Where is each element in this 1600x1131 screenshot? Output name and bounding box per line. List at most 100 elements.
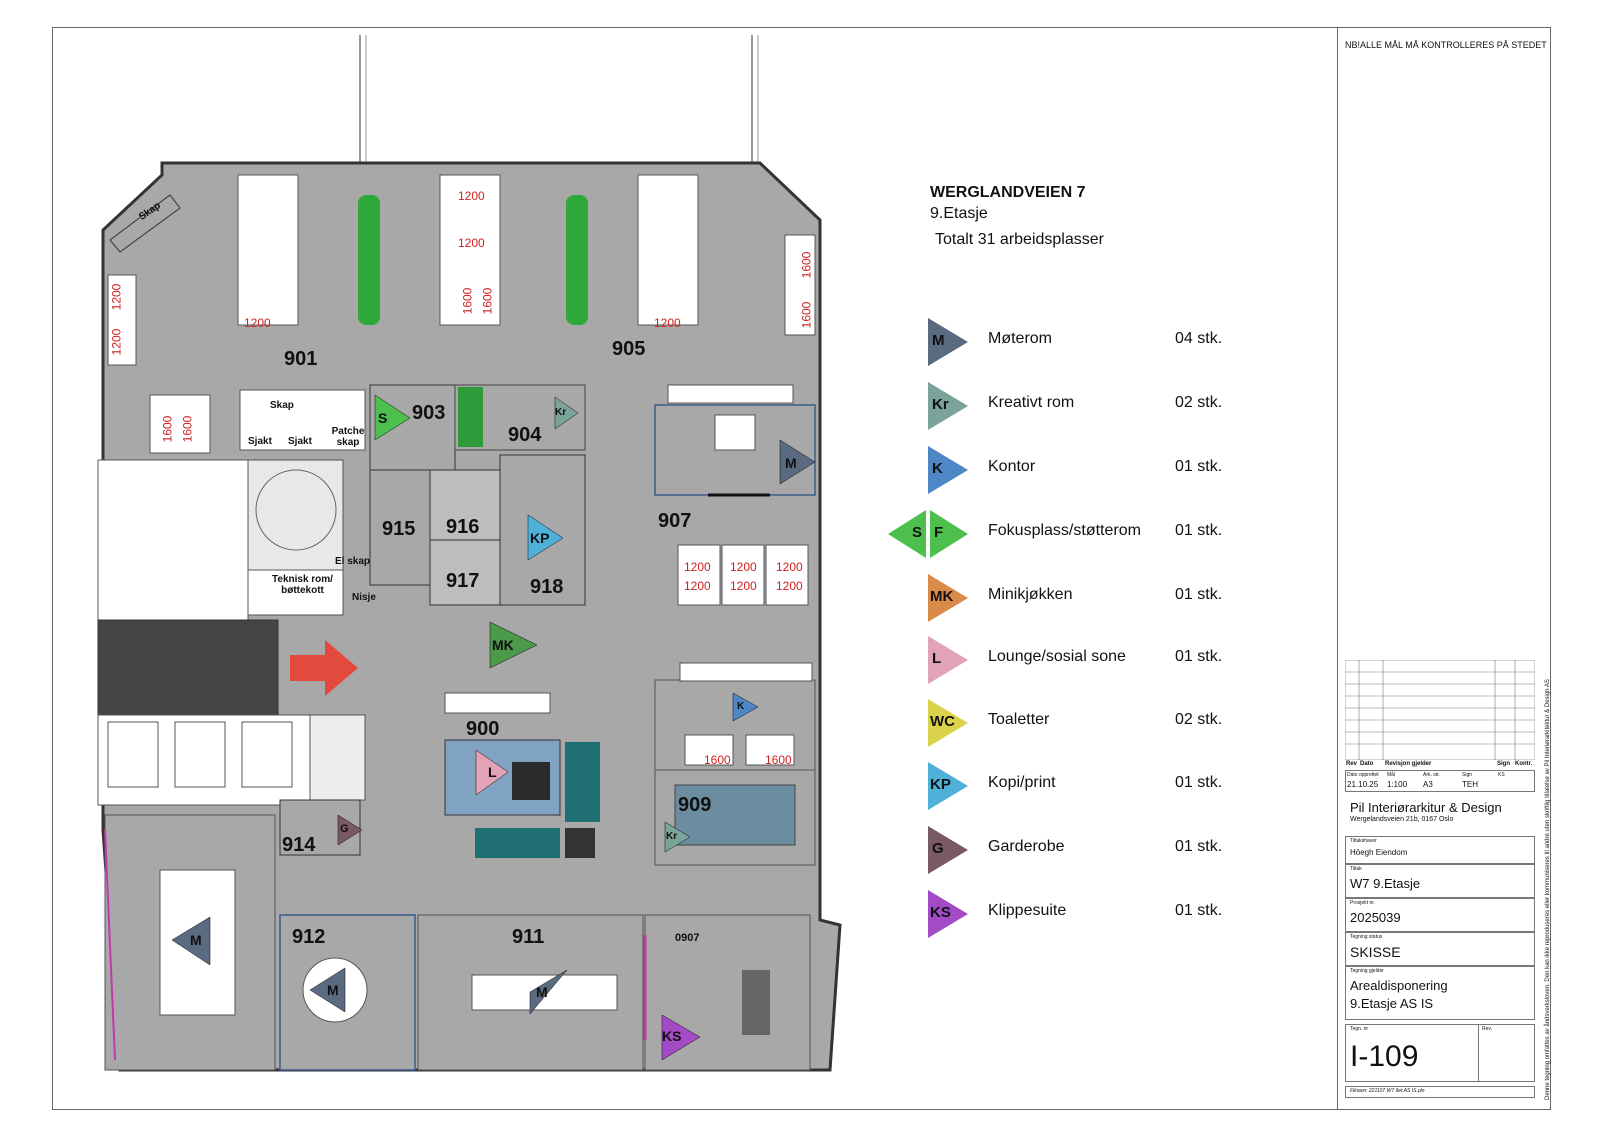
gjelder-caption: Tegning gjelder	[1350, 968, 1384, 974]
dim-label: 1600	[480, 287, 495, 315]
room-917: 917	[446, 570, 480, 592]
room-915: 915	[382, 518, 416, 540]
plan-marker-ks: KS	[662, 1028, 682, 1044]
sheet-frame	[52, 27, 1551, 1110]
plan-marker-kr: Kr	[555, 407, 567, 418]
legend-count: 02 stk.	[1175, 394, 1223, 411]
rev-caption: Rev.	[1482, 1026, 1492, 1032]
legend-code: KS	[930, 904, 951, 921]
label-sjakt-1: Sjakt	[248, 436, 272, 447]
room-900: 900	[466, 718, 500, 740]
meta-row	[1345, 770, 1535, 792]
dim-label: 1600	[704, 753, 731, 767]
legend-row-moterom: M Møterom 04 stk.	[920, 318, 1250, 366]
legend-marker-icon	[928, 699, 968, 747]
legend-marker-icon	[888, 510, 968, 558]
dim-label: 1200	[654, 316, 681, 330]
room-916: 916	[446, 516, 480, 538]
meta-mal-cap: Mål	[1387, 772, 1396, 778]
meta-sign-val: TEH	[1462, 780, 1478, 789]
dim-label: 1200	[458, 236, 485, 250]
legend-code: KP	[930, 776, 951, 793]
room-911: 911	[512, 926, 545, 948]
legend-marker-icon	[928, 318, 968, 366]
legend-code: L	[932, 650, 942, 667]
room-912: 912	[292, 926, 326, 948]
meta-mal-val: 1:100	[1387, 780, 1408, 789]
gjelder-line-2: 9.Etasje AS IS	[1350, 996, 1434, 1011]
tb-box-tiltak	[1345, 864, 1535, 898]
plan-marker-m: M	[785, 455, 797, 471]
legend-name: Kopi/print	[988, 774, 1056, 791]
label-el-skap: El skap	[335, 556, 371, 567]
legend-marker-icon	[928, 446, 968, 494]
legend-name: Lounge/sosial sone	[988, 648, 1126, 665]
legend-count: 01 stk.	[1175, 586, 1223, 603]
tb-box-filnavn	[1345, 1086, 1535, 1098]
tb-box-status	[1345, 932, 1535, 966]
meta-ark-cap: Ark. str.	[1423, 772, 1440, 778]
dim-label: 1600	[460, 287, 475, 315]
dim-label: 1600	[799, 301, 814, 329]
project-floor: 9.Etasje	[930, 205, 988, 222]
revision-grid	[1345, 660, 1535, 760]
rev-header-revisjon: Revisjon gjelder	[1385, 761, 1432, 767]
dim-label: 1600	[180, 415, 195, 443]
project-total: Totalt 31 arbeidsplasser	[935, 231, 1104, 248]
tegnr-caption: Tegn. nr	[1350, 1026, 1369, 1032]
file-name: Filnavn: 221107 W7 9et AS IS.pln	[1350, 1088, 1425, 1094]
dim-label: 1200	[730, 579, 757, 593]
legend-name: Klippesuite	[988, 902, 1067, 919]
prosjekt-value: 2025039	[1350, 910, 1401, 925]
legend-count: 04 stk.	[1175, 330, 1223, 347]
tb-box-prosjekt	[1345, 898, 1535, 932]
label-teknisk-rom: Teknisk rom/ bøttekott	[272, 574, 333, 596]
rev-header-rev: Rev	[1346, 761, 1358, 767]
plan-marker-l: L	[488, 764, 497, 780]
meta-dato-cap: Dato opprettet	[1347, 772, 1379, 778]
status-caption: Tegning status	[1350, 934, 1383, 940]
legend-count: 01 stk.	[1175, 458, 1223, 475]
legend-count: 01 stk.	[1175, 522, 1223, 539]
legend-code: S	[912, 524, 923, 541]
meta-dato-val: 21.10.25	[1347, 780, 1379, 789]
legend-row-lounge: L Lounge/sosial sone 01 stk.	[920, 636, 1250, 684]
legend-code: MK	[930, 588, 954, 605]
legend-marker-icon	[928, 826, 968, 874]
tiltak-caption: Tiltak	[1350, 866, 1362, 872]
project-address: WERGLANDVEIEN 7	[930, 184, 1086, 201]
tiltak-value: W7 9.Etasje	[1350, 876, 1421, 891]
legend-code-2: F	[934, 524, 944, 541]
copyright-notice: Denne tegning omfattes av åndsverksloven…	[1545, 679, 1551, 1100]
legend-name: Kontor	[988, 458, 1036, 475]
legend-marker-icon	[928, 636, 968, 684]
dim-label: 1600	[160, 415, 175, 443]
legend-code: G	[932, 840, 944, 857]
dim-label: 1200	[776, 579, 803, 593]
plan-marker-mk: MK	[492, 637, 514, 653]
legend-count: 01 stk.	[1175, 774, 1223, 791]
dim-label: 1200	[109, 328, 124, 356]
dim-label: 1200	[684, 579, 711, 593]
legend-name: Møterom	[988, 330, 1052, 347]
room-903: 903	[412, 402, 446, 424]
legend-row-kopi: KP Kopi/print 01 stk.	[920, 762, 1250, 810]
dim-label: 1600	[799, 251, 814, 279]
dim-label: 1600	[765, 753, 792, 767]
plan-marker-s: S	[378, 410, 388, 426]
dim-label: 1200	[684, 560, 711, 574]
dim-label: 1200	[244, 316, 271, 330]
meta-ks-cap: KS	[1498, 772, 1505, 778]
legend-name: Garderobe	[988, 838, 1065, 855]
legend-marker-icon	[928, 382, 968, 430]
tb-box-tiltakshaver	[1345, 836, 1535, 864]
tb-divider-rev	[1478, 1024, 1479, 1082]
label-sjakt-2: Sjakt	[288, 436, 312, 447]
status-value: SKISSE	[1350, 944, 1401, 960]
rev-header-sign: Sign	[1497, 761, 1510, 767]
plan-marker-m: M	[536, 984, 548, 1000]
legend-count: 02 stk.	[1175, 711, 1223, 728]
legend-count: 01 stk.	[1175, 648, 1223, 665]
room-914: 914	[282, 834, 316, 856]
